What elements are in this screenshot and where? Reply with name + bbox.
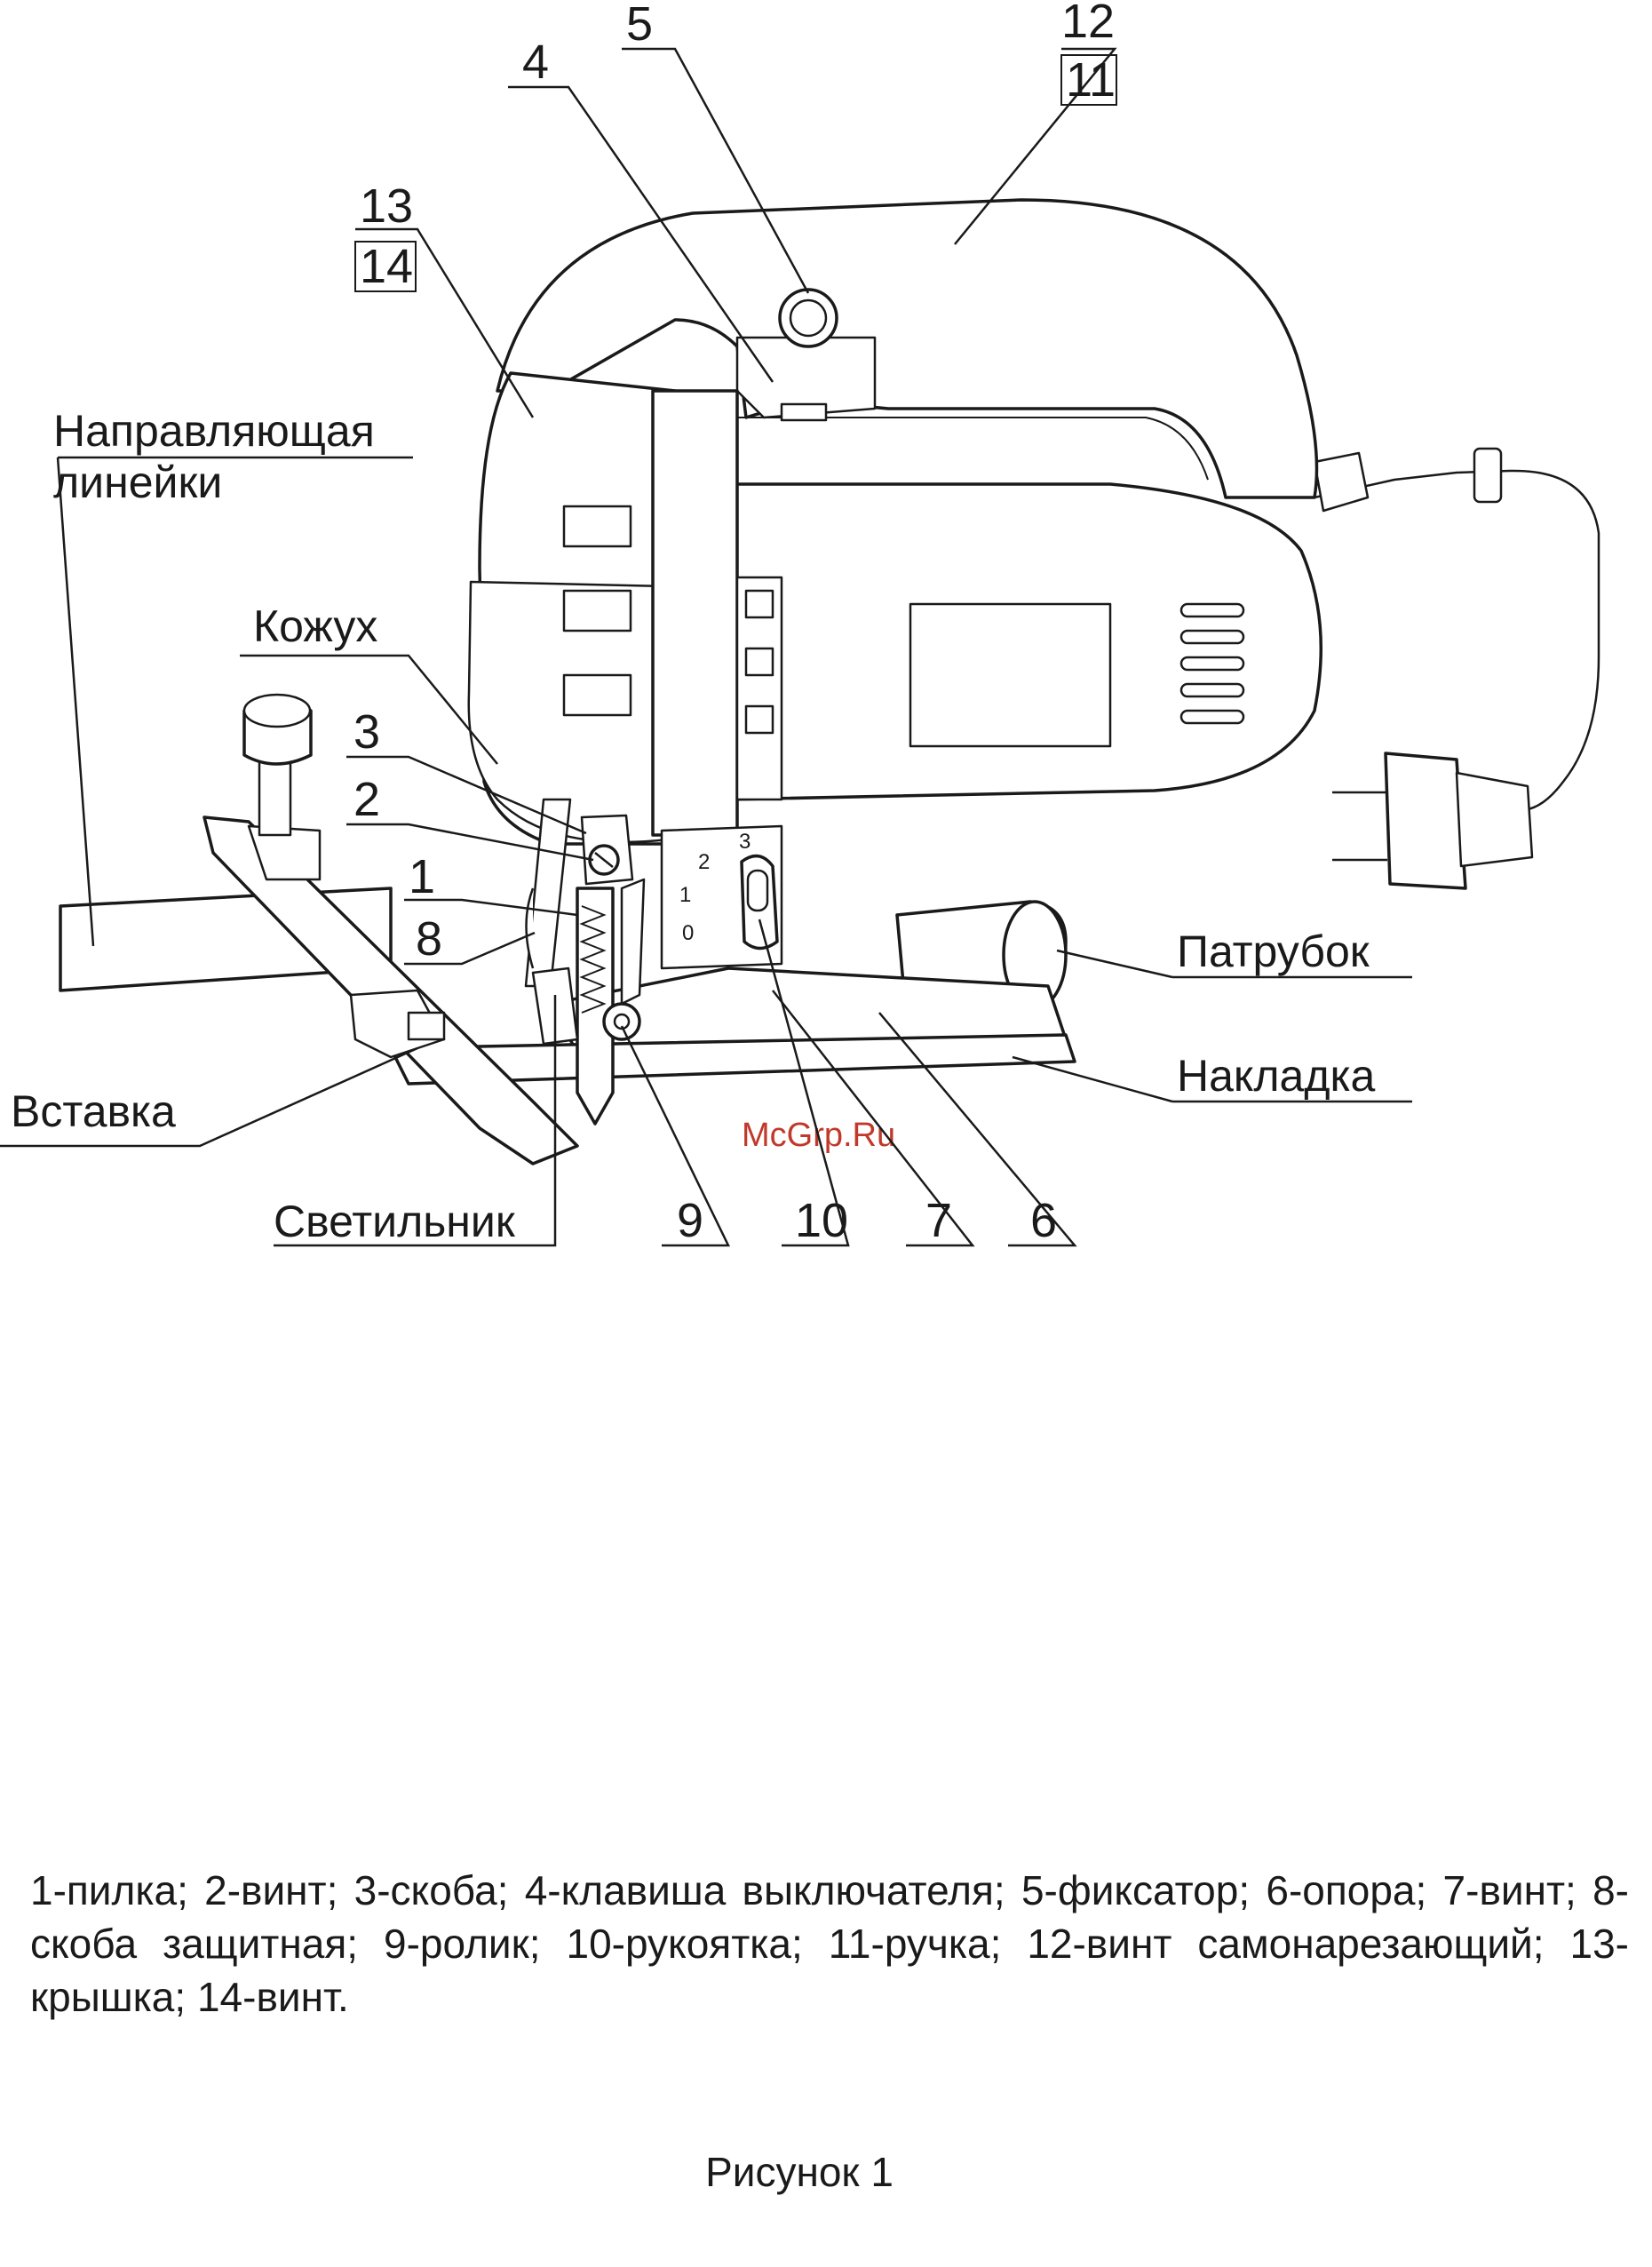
label-nozzle: Патрубок	[1177, 927, 1370, 976]
cord-clamp	[1474, 449, 1501, 502]
label-guide-line2: линейки	[53, 457, 222, 507]
callout-1: 1	[409, 850, 435, 903]
callout-5: 5	[626, 0, 653, 51]
label-guide: Направляющая	[53, 406, 375, 456]
label-insert: Вставка	[11, 1086, 176, 1136]
scale-3: 3	[739, 830, 751, 854]
scale-0: 0	[682, 921, 694, 945]
guide-knob-stem	[259, 760, 290, 835]
motor-plate	[910, 604, 1110, 746]
callout-9: 9	[677, 1194, 703, 1247]
callout-12: 12	[1061, 0, 1115, 48]
guard-loop	[527, 888, 534, 968]
scale-2: 2	[698, 850, 710, 874]
scale-1: 1	[679, 883, 691, 907]
handle-inner	[728, 418, 1208, 480]
parts-legend: 1-пилка; 2-винт; 3-скоба; 4-клавиша выкл…	[30, 1864, 1629, 2024]
callout-2: 2	[353, 773, 380, 826]
cover-slots	[564, 506, 631, 715]
jigsaw-drawing: 0 1 2 3	[60, 200, 1599, 1164]
callout-4: 4	[522, 36, 549, 89]
figure-caption: Рисунок 1	[0, 2148, 1599, 2196]
jigsaw-diagram: 0 1 2 3	[0, 0, 1652, 1315]
roller-arm	[622, 879, 644, 1004]
label-overlay: Накладка	[1177, 1051, 1375, 1101]
label-casing: Кожух	[253, 601, 377, 651]
callout-14: 14	[360, 240, 413, 293]
callout-3: 3	[353, 705, 380, 759]
callout-10: 10	[795, 1194, 848, 1247]
front-column	[653, 391, 737, 835]
label-lamp: Светильник	[274, 1197, 516, 1246]
callout-8: 8	[416, 912, 442, 966]
callout-13: 13	[360, 179, 413, 233]
switch-stem	[782, 404, 826, 420]
guide-arm	[204, 817, 577, 1164]
